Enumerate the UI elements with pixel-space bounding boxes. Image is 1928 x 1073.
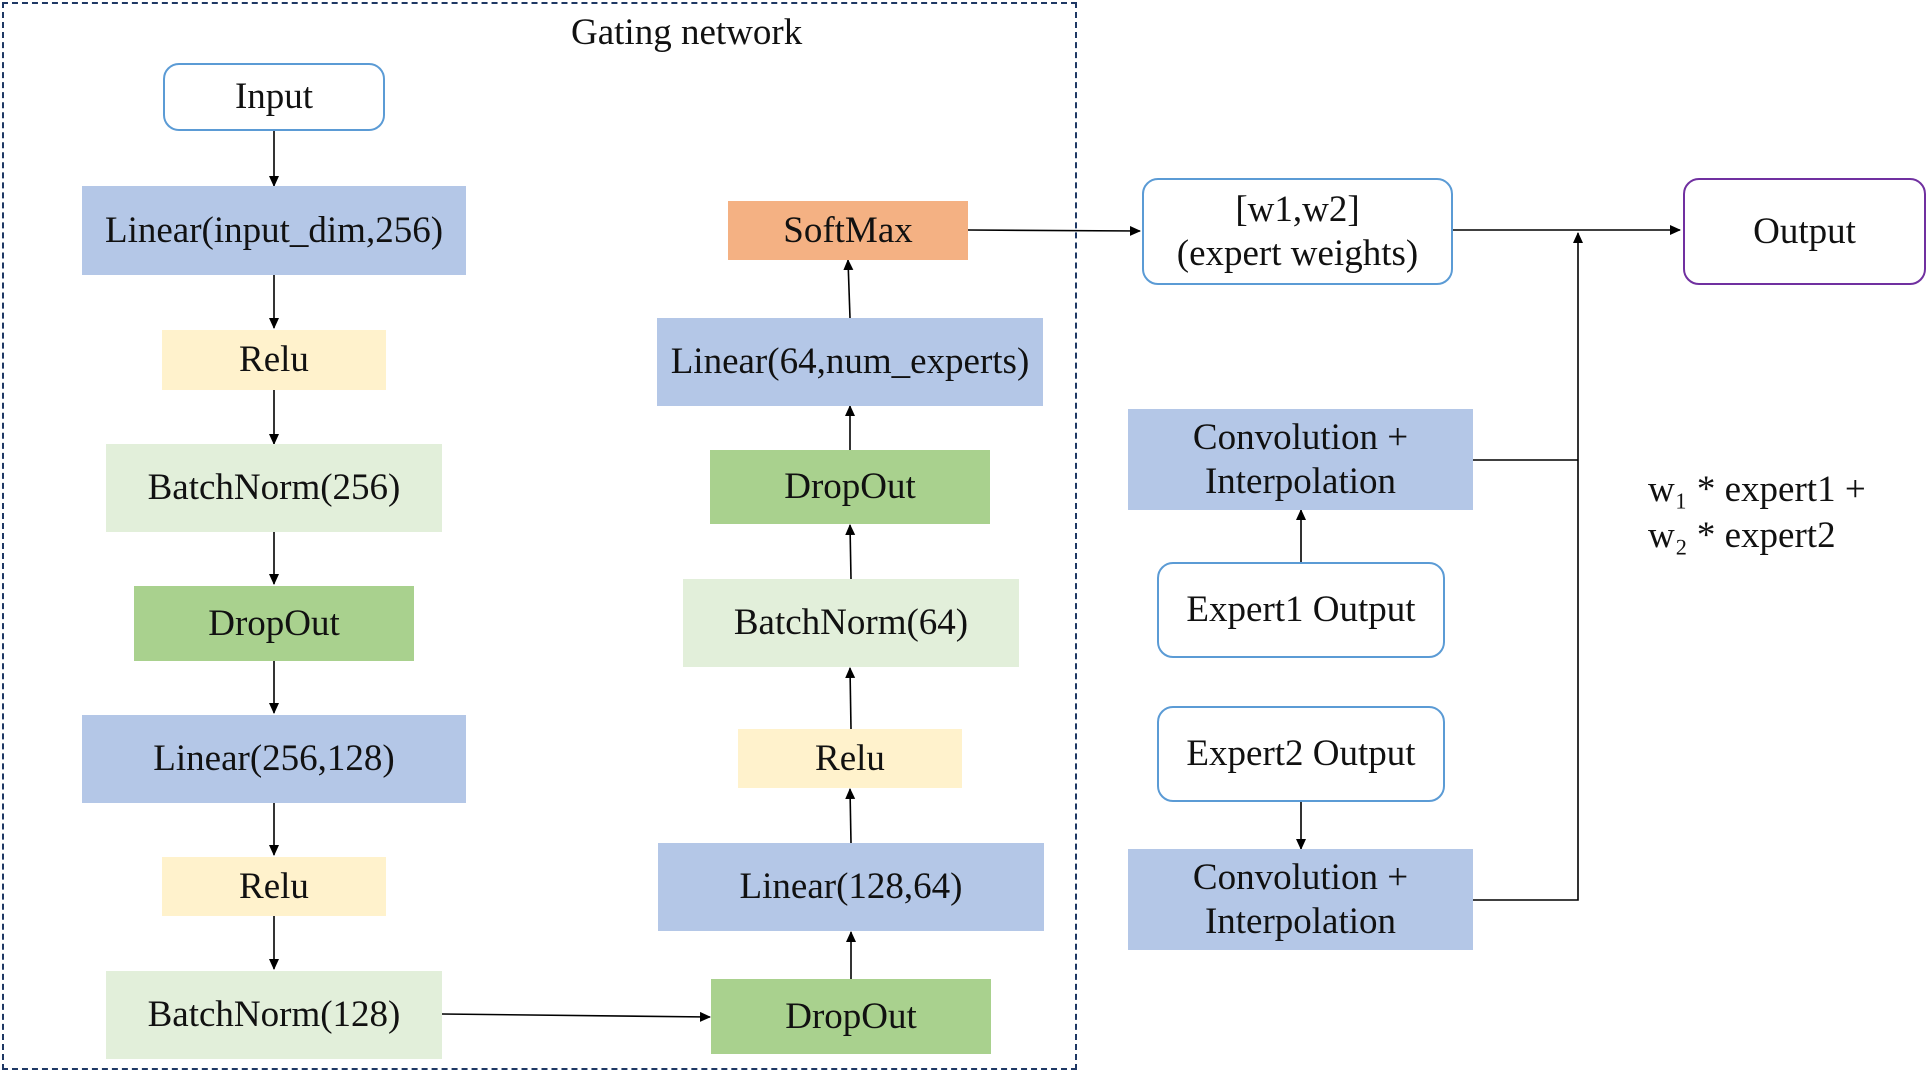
- expert-weights-node: [w1,w2] (expert weights): [1142, 178, 1453, 285]
- formula-line1: w₁ * expert1 +: [1648, 469, 1866, 510]
- linear-256-128-node: Linear(256,128): [82, 715, 466, 803]
- softmax-node: SoftMax: [728, 201, 968, 260]
- linear-input-256-node: Linear(input_dim,256): [82, 186, 466, 275]
- conv1-line2: Interpolation: [1204, 460, 1397, 502]
- conv2-line2: Interpolation: [1204, 900, 1397, 942]
- arrow-batchnorm2-to-dropout2: [441, 1011, 711, 1022]
- expert-weights-line1: [w1,w2]: [1235, 188, 1360, 230]
- relu-node-2: Relu: [162, 857, 386, 916]
- arrow-batchnorm3-to-dropout3: [845, 524, 856, 580]
- arrow-relu3-to-batchnorm3: [845, 667, 856, 730]
- gating-network-frame: [2, 2, 1077, 1070]
- arrow-linear4-to-softmax: [843, 259, 854, 319]
- linear-64-num-experts-node: Linear(64,num_experts): [657, 318, 1043, 406]
- output-node: Output: [1683, 178, 1926, 285]
- conv1-line1: Convolution +: [1192, 416, 1409, 458]
- gating-network-title: Gating network: [571, 12, 803, 53]
- arrow-linear3-to-relu3: [845, 788, 856, 844]
- input-node: Input: [163, 63, 385, 131]
- dropout-node-3: DropOut: [710, 450, 990, 524]
- connector-conv2-to-merge: [1473, 460, 1579, 901]
- dropout-node-1: DropOut: [134, 586, 414, 661]
- batchnorm-64-node: BatchNorm(64): [683, 579, 1019, 667]
- arrow-softmax-to-weights: [967, 225, 1141, 236]
- formula-line2: w₂ * expert2: [1648, 515, 1836, 557]
- conv2-line1: Convolution +: [1192, 856, 1409, 898]
- batchnorm-128-node: BatchNorm(128): [106, 971, 442, 1059]
- expert-weights-line2: (expert weights): [1176, 232, 1419, 274]
- expert2-output-node: Expert2 Output: [1157, 706, 1445, 802]
- weighted-sum-formula: w₁ * expert1 + w₂ * expert2: [1648, 467, 1866, 560]
- batchnorm-256-node: BatchNorm(256): [106, 444, 442, 532]
- linear-128-64-node: Linear(128,64): [658, 843, 1044, 931]
- relu-node-3: Relu: [738, 729, 962, 788]
- expert1-output-node: Expert1 Output: [1157, 562, 1445, 658]
- convolution-interpolation-node-1: Convolution + Interpolation: [1128, 409, 1473, 510]
- dropout-node-2: DropOut: [711, 979, 991, 1054]
- relu-node-1: Relu: [162, 330, 386, 390]
- convolution-interpolation-node-2: Convolution + Interpolation: [1128, 849, 1473, 950]
